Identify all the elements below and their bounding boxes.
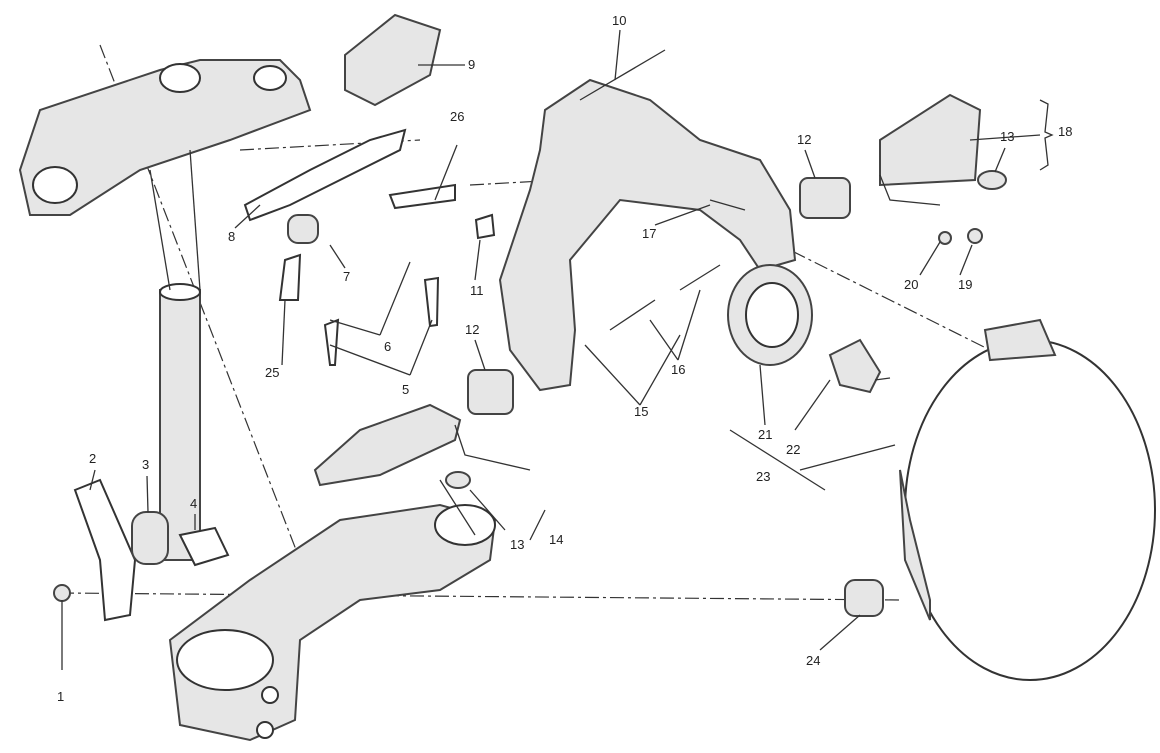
- grommet-3: [131, 511, 169, 565]
- leader-lines: [61, 29, 1054, 670]
- label-8: 8: [228, 229, 236, 244]
- label-11: 11: [470, 283, 484, 298]
- upper-triple-clamp: [18, 59, 312, 216]
- label-19: 19: [958, 277, 973, 292]
- relay-12-upper: [799, 177, 851, 219]
- label-18: 18: [1058, 124, 1073, 139]
- label-13-lower: 13: [510, 537, 525, 552]
- headlight-ring-21: [727, 264, 813, 366]
- label-6: 6: [384, 339, 392, 354]
- rubber-7: [287, 214, 319, 244]
- label-14: 14: [549, 532, 564, 547]
- label-26: 26: [450, 109, 465, 124]
- fairing-rod: [579, 49, 666, 101]
- label-3: 3: [142, 457, 150, 472]
- label-12-lower: 12: [465, 322, 480, 337]
- screw-16a: [609, 299, 656, 331]
- headlight-23: [899, 318, 1156, 681]
- bulb-22: [828, 338, 891, 394]
- screw-16b: [679, 264, 721, 291]
- relay-12-lower: [467, 369, 514, 415]
- label-20: 20: [904, 277, 919, 292]
- label-13-upper: 13: [1000, 129, 1015, 144]
- bulb-13-upper: [977, 170, 1007, 190]
- label-24: 24: [806, 653, 821, 668]
- screw-5b: [423, 276, 440, 328]
- clip-26: [388, 183, 456, 210]
- lower-triple-clamp: [168, 503, 497, 742]
- label-17: 17: [642, 226, 657, 241]
- nut-1: [53, 584, 71, 602]
- turn-signal-14-wire: [454, 424, 531, 471]
- turn-signal-18: [879, 93, 982, 187]
- bracket-2: [73, 478, 137, 622]
- washer-19: [967, 228, 983, 244]
- label-25: 25: [265, 365, 280, 380]
- label-9: 9: [468, 57, 476, 72]
- steering-stem: [149, 149, 201, 561]
- fairing-10: [498, 78, 797, 392]
- screw-5a: [323, 318, 340, 366]
- screw-17: [709, 199, 746, 211]
- part-11: [474, 213, 496, 240]
- switch-9: [344, 13, 442, 107]
- bracket-8: [243, 128, 407, 222]
- label-7: 7: [343, 269, 351, 284]
- label-22: 22: [786, 442, 801, 457]
- label-21: 21: [758, 427, 773, 442]
- turn-signal-14: [313, 403, 462, 487]
- label-12-upper: 12: [797, 132, 812, 147]
- lock-4: [178, 526, 230, 567]
- label-5: 5: [402, 382, 410, 397]
- centerline: [769, 239, 1091, 401]
- label-1: 1: [57, 689, 65, 704]
- rubber-24: [844, 579, 884, 617]
- turn-signal-18-wire: [879, 174, 941, 206]
- clip-25: [278, 253, 302, 301]
- label-2: 2: [89, 451, 97, 466]
- label-10: 10: [612, 13, 627, 28]
- label-23: 23: [756, 469, 771, 484]
- screw-20: [938, 231, 952, 245]
- label-15: 15: [634, 404, 649, 419]
- label-4: 4: [190, 496, 198, 511]
- centerline: [59, 592, 901, 601]
- label-16: 16: [671, 362, 686, 377]
- bulb-13-lower: [445, 471, 471, 489]
